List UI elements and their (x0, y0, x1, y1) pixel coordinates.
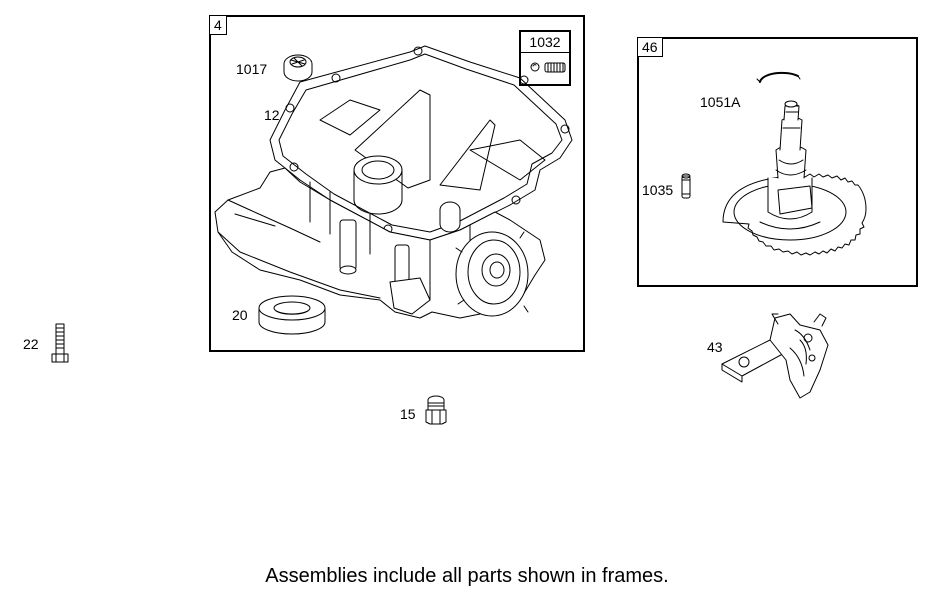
oil-seal-part (258, 295, 326, 335)
callout-1051a: 1051A (700, 94, 741, 110)
callout-20: 20 (232, 307, 248, 323)
breather-cap-part (283, 54, 313, 82)
callout-22: 22 (23, 336, 39, 352)
check-valve-kit-frame: 1032 (519, 30, 571, 86)
pin-part (681, 173, 691, 199)
callout-43: 43 (707, 339, 723, 355)
callout-1035: 1035 (642, 182, 674, 198)
check-valve-parts (530, 62, 566, 73)
callout-15: 15 (400, 406, 416, 422)
retaining-ring-part (756, 71, 801, 83)
gasket-part (269, 45, 573, 241)
frame-label: 46 (637, 37, 663, 57)
cam-assembly-frame: 46 (637, 37, 918, 287)
frame-label: 4 (209, 15, 227, 35)
sump-body-part (214, 89, 546, 319)
plug-part (425, 395, 447, 425)
screw-part (51, 323, 69, 363)
frame-label: 1032 (521, 32, 569, 53)
callout-1017: 1017 (236, 61, 268, 77)
assemblies-note: Assemblies include all parts shown in fr… (265, 565, 669, 587)
governor-bracket-part (721, 313, 829, 399)
sump-assembly-frame: 4 (209, 15, 585, 352)
camshaft-gear-part (722, 100, 867, 256)
callout-12: 12 (264, 107, 280, 123)
